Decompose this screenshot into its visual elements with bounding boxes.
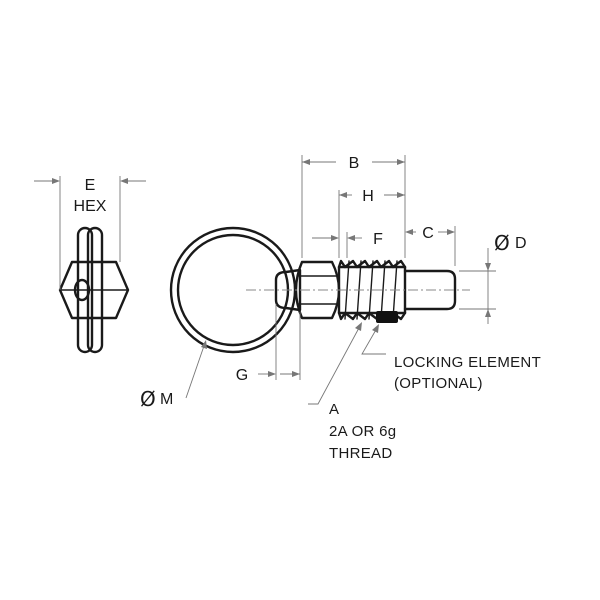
thread-arrow: [355, 322, 362, 331]
locking-element-optional: (OPTIONAL): [394, 375, 483, 392]
b-arrow-left: [302, 159, 310, 165]
end-view: [34, 176, 146, 354]
dim-label-h: H: [362, 188, 374, 205]
m-leader: [185, 342, 206, 399]
thread-helix: [344, 260, 398, 320]
thread-leader: [308, 325, 361, 405]
locking-element-label: LOCKING ELEMENT: [394, 354, 541, 371]
locking-element-arrow: [372, 324, 379, 333]
locking-element: [376, 311, 398, 323]
g-arrow-left: [268, 371, 276, 377]
side-view: [169, 226, 470, 354]
d-arrow-bottom: [485, 309, 491, 317]
b-arrow-right: [397, 159, 405, 165]
c-arrow-right: [447, 229, 455, 235]
f-arrow-right: [347, 235, 355, 241]
d-arrow-top: [485, 263, 491, 271]
dim-label-f: F: [373, 231, 383, 248]
f-arrow-left: [331, 235, 339, 241]
diameter-symbol-m: Ø: [140, 387, 156, 411]
e-arrow-right: [120, 178, 128, 184]
dim-label-e: E: [85, 177, 96, 194]
thread-label-thread: THREAD: [329, 445, 392, 462]
plunger-pin: [403, 269, 457, 311]
e-arrow-left: [52, 178, 60, 184]
dim-label-c: C: [422, 225, 434, 242]
c-arrow-left: [405, 229, 413, 235]
dim-label-m: M: [160, 391, 173, 408]
dim-label-hex: HEX: [74, 198, 107, 215]
dim-label-d: D: [515, 235, 527, 252]
dim-label-g: G: [236, 367, 248, 384]
g-arrow-right: [292, 371, 300, 377]
m-arrow: [201, 340, 207, 349]
h-arrow-right: [397, 192, 405, 198]
locking-element-leader: [361, 327, 386, 355]
dim-label-b: B: [349, 155, 360, 172]
thread-profile-top: [337, 259, 407, 269]
h-arrow-left: [339, 192, 347, 198]
thread-label-a: A: [329, 401, 339, 418]
dimension-lines: [185, 155, 496, 405]
diameter-symbol-d: Ø: [494, 231, 510, 255]
thread-label-class: 2A OR 6g: [329, 423, 396, 440]
